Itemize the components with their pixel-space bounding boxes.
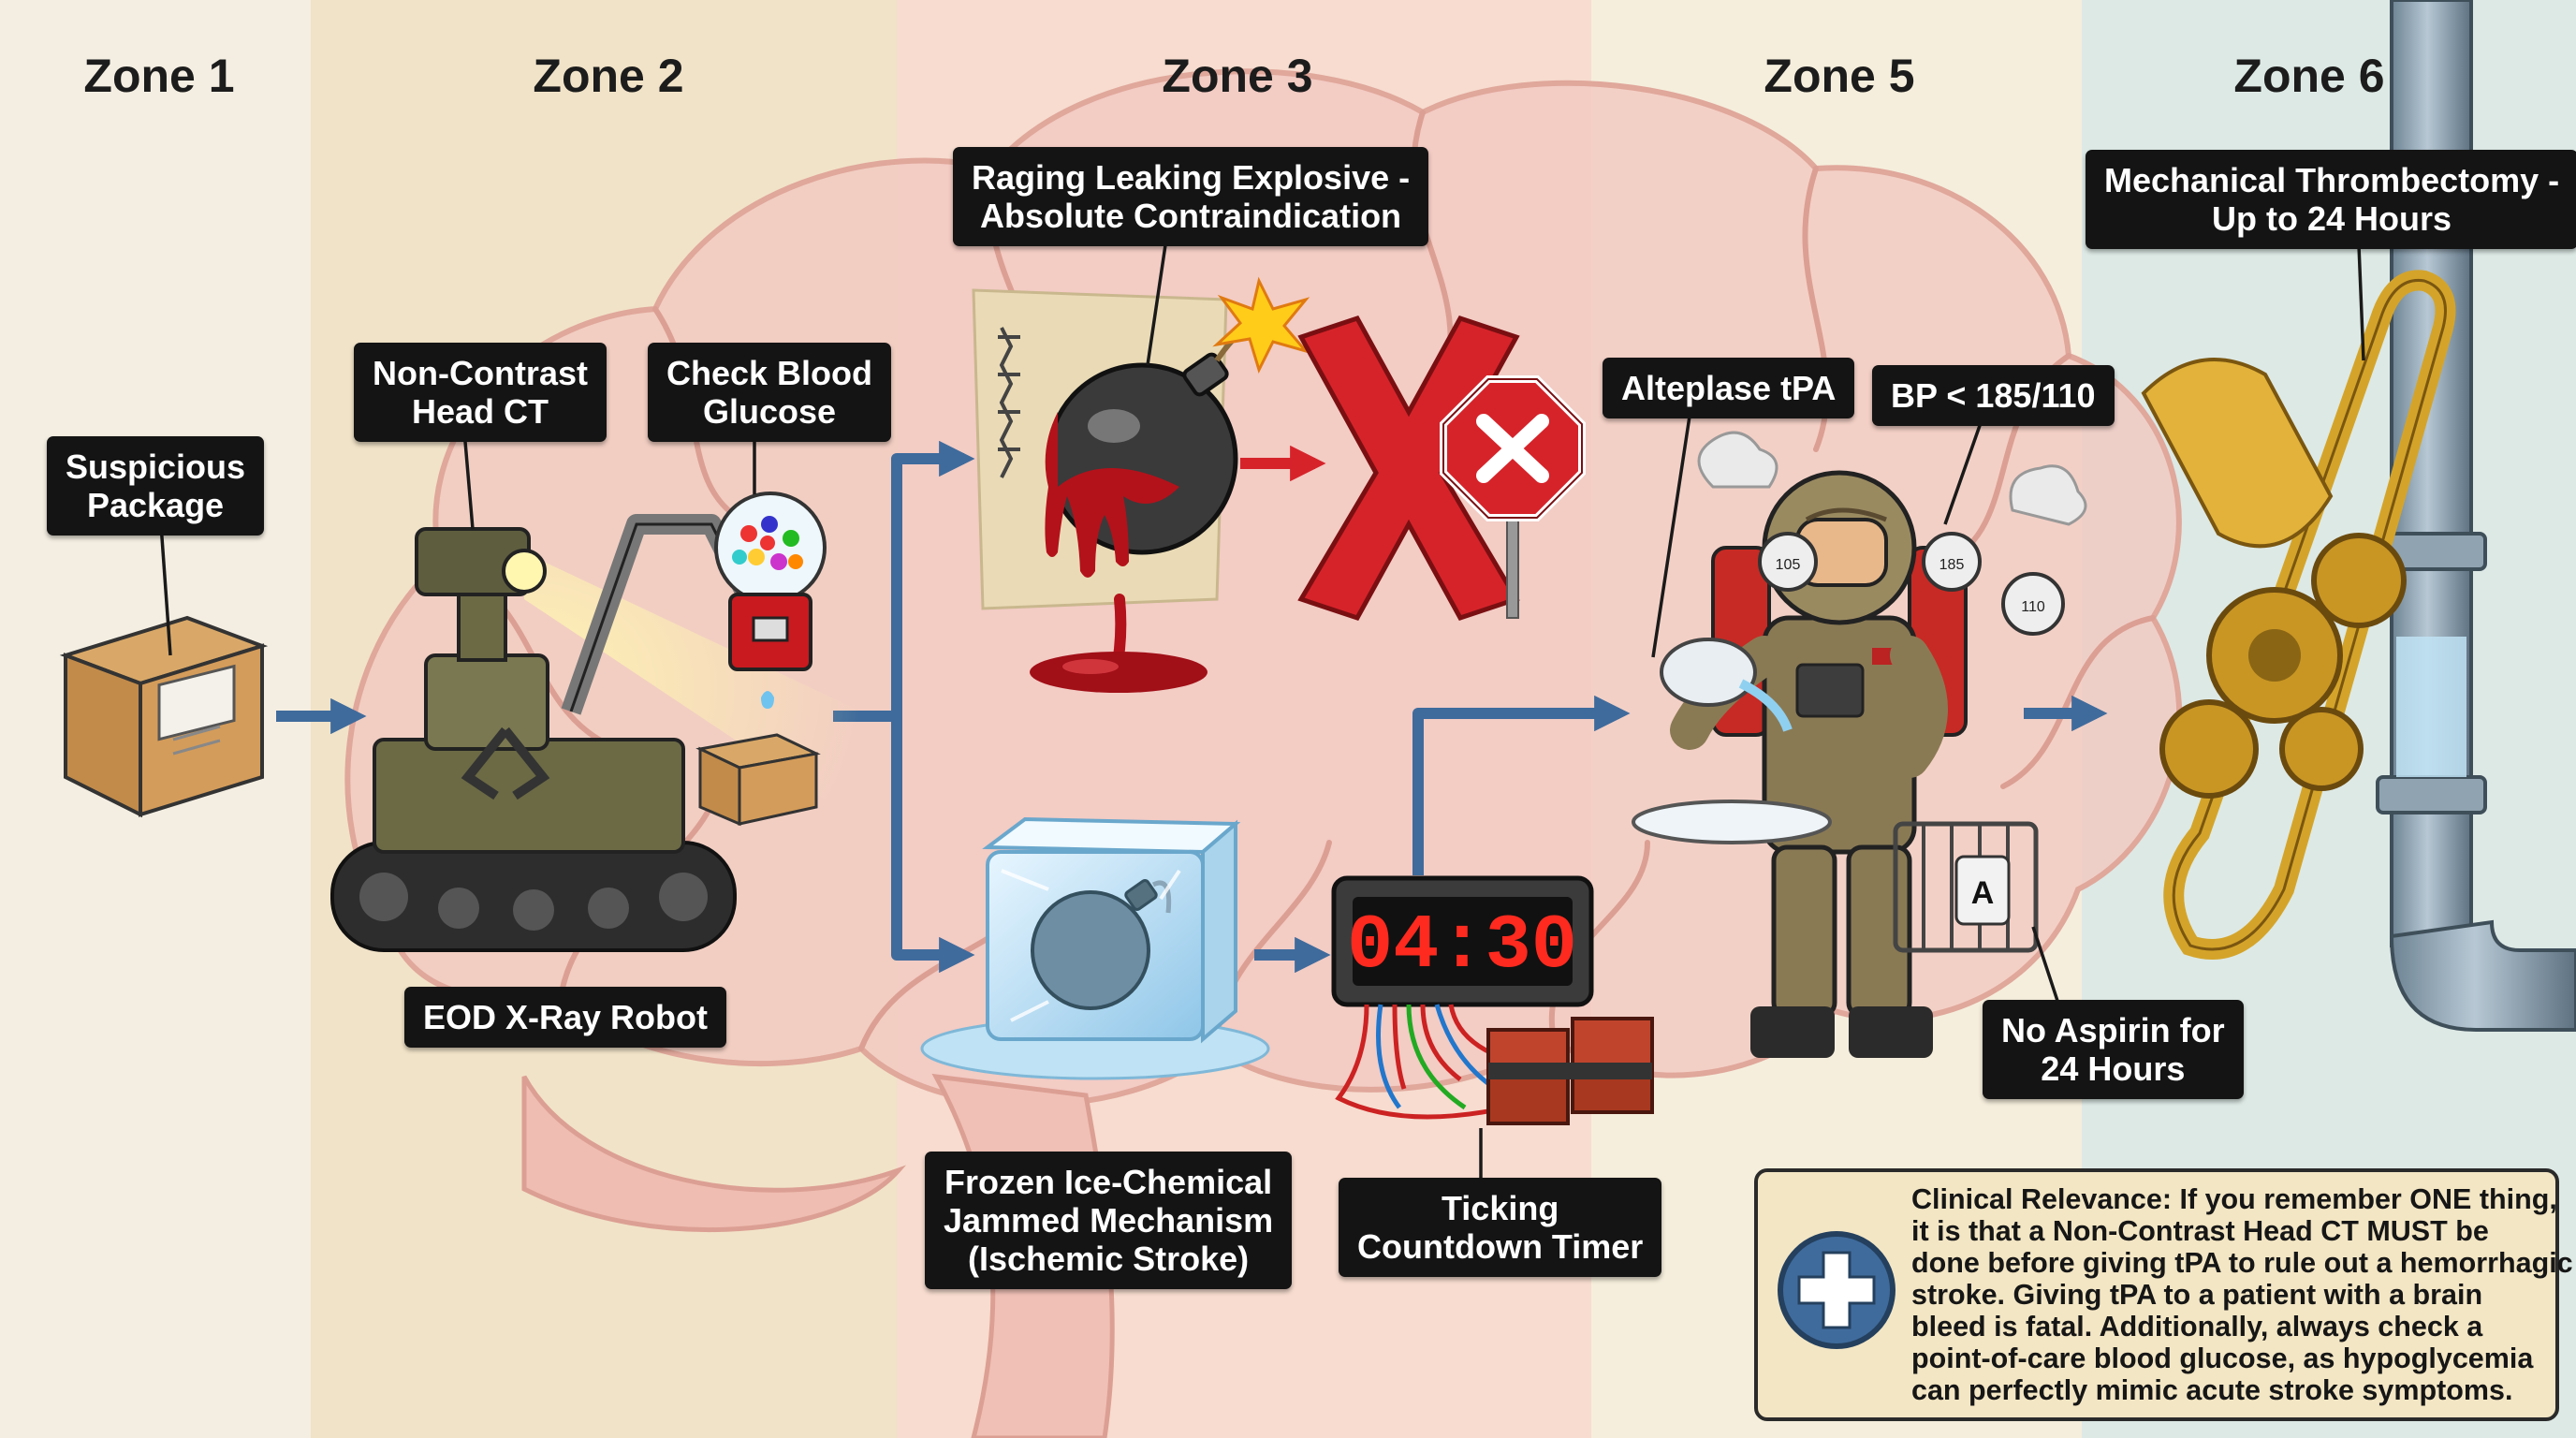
clinical-line: stroke. Giving tPA to a patient with a b…: [1911, 1279, 2483, 1311]
gauge-105: 105: [1776, 557, 1801, 573]
brass-instrument-icon: [2141, 270, 2456, 960]
small-box-icon: [695, 733, 821, 827]
cage-letter: A: [1971, 875, 1995, 911]
aspirin-cage-icon: A: [1893, 821, 2039, 953]
clinical-relevance-panel: Clinical Relevance: If you remember ONE …: [1754, 1168, 2573, 1421]
leader-lines: [159, 238, 2365, 1181]
label-alteplase: Alteplase tPA: [1603, 358, 1855, 418]
label-raging-explosive: Raging Leaking Explosive - Absolute Cont…: [953, 147, 1429, 246]
label-ticking-timer: Ticking Countdown Timer: [1339, 1178, 1662, 1277]
label-line: Jammed Mechanism: [944, 1201, 1274, 1240]
dynamite-icon: [1486, 1017, 1654, 1125]
zone-title-3: Zone 3: [1162, 50, 1313, 102]
clinical-line: bleed is fatal. Additionally, always che…: [1911, 1311, 2483, 1343]
suspicious-package-icon: [59, 615, 269, 818]
gumball-machine-icon: [714, 492, 827, 709]
label-line: Absolute Contraindication: [980, 197, 1402, 235]
label-bp-limit: BP < 185/110: [1872, 365, 2115, 426]
label-suspicious-package: Suspicious Package: [47, 436, 265, 536]
label-line: Ticking: [1441, 1189, 1559, 1227]
arrow-to-ischemic: [891, 716, 975, 974]
label-thrombectomy: Mechanical Thrombectomy - Up to 24 Hours: [2086, 150, 2576, 249]
frozen-bomb-icon: [920, 816, 1270, 1080]
countdown-timer-icon: 04:30: [1331, 875, 1594, 1120]
zone-title-1: Zone 1: [83, 50, 235, 102]
arrow-timer-to-tpa: [1412, 695, 1631, 875]
label-line: Suspicious: [66, 448, 246, 486]
label-line: BP < 185/110: [1891, 376, 2096, 415]
label-line: Countdown Timer: [1357, 1227, 1644, 1266]
clinical-relevance-text: Clinical Relevance: If you remember ONE …: [1911, 1183, 2573, 1406]
label-line: Check Blood: [666, 354, 873, 392]
clinical-line: point-of-care blood glucose, as hypoglyc…: [1911, 1343, 2534, 1374]
label-line: EOD X-Ray Robot: [423, 998, 709, 1036]
medical-cross-icon: [1778, 1231, 1895, 1349]
label-line: No Aspirin for: [2001, 1011, 2225, 1049]
zone-title-2: Zone 2: [533, 50, 684, 102]
label-line: Mechanical Thrombectomy -: [2104, 161, 2560, 199]
timer-digits: 04:30: [1347, 902, 1577, 990]
label-line: (Ischemic Stroke): [968, 1240, 1250, 1278]
label-line: Alteplase tPA: [1621, 369, 1837, 407]
clinical-line: can perfectly mimic acute stroke symptom…: [1911, 1374, 2513, 1406]
zone-title-5: Zone 5: [1764, 50, 1915, 102]
label-frozen-ice: Frozen Ice-Chemical Jammed Mechanism (Is…: [925, 1152, 1293, 1289]
gauge-110: 110: [2021, 599, 2045, 615]
label-check-glucose: Check Blood Glucose: [648, 343, 892, 442]
astronaut-technician-icon: 105 185 110: [1632, 431, 2087, 1058]
gauge-185: 185: [1939, 557, 1965, 573]
zone-title-6: Zone 6: [2233, 50, 2385, 102]
clinical-line: Clinical Relevance: If you remember ONE …: [1911, 1183, 2557, 1215]
stop-sign-icon: [1440, 375, 1586, 619]
label-line: Frozen Ice-Chemical: [944, 1163, 1273, 1201]
label-line: 24 Hours: [2041, 1049, 2186, 1088]
label-no-aspirin: No Aspirin for 24 Hours: [1983, 1000, 2244, 1099]
label-line: Raging Leaking Explosive -: [972, 158, 1411, 197]
label-line: Glucose: [702, 392, 837, 431]
label-line: Head CT: [411, 392, 549, 431]
bleeding-bomb-icon: [972, 276, 1310, 693]
label-non-contrast-ct: Non-Contrast Head CT: [354, 343, 607, 442]
clinical-line: done before giving tPA to rule out a hem…: [1911, 1247, 2573, 1279]
flow-arrows: [276, 440, 2108, 974]
label-line: Up to 24 Hours: [2212, 199, 2452, 238]
clinical-line: it is that a Non-Contrast Head CT MUST b…: [1911, 1215, 2489, 1247]
label-eod-robot: EOD X-Ray Robot: [404, 987, 727, 1048]
label-line: Package: [86, 486, 225, 524]
label-line: Non-Contrast: [373, 354, 588, 392]
